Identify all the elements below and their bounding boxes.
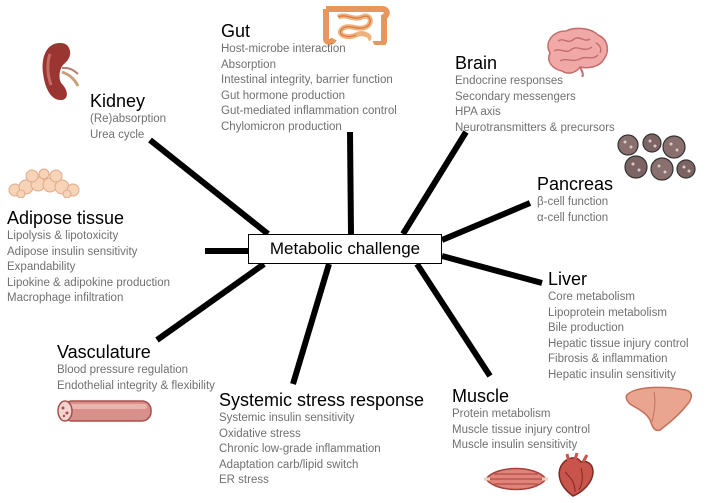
adipose-title: Adipose tissue xyxy=(7,208,125,228)
stress-item: Oxidative stress xyxy=(219,427,301,440)
blood-vessel-icon xyxy=(57,400,152,422)
brain-title: Brain xyxy=(455,53,498,73)
gut-item: Gut-mediated inflammation control xyxy=(221,105,397,117)
stress-title: Systemic stress response xyxy=(219,390,425,410)
muscle-icon xyxy=(484,467,548,491)
vasculature-title: Vasculature xyxy=(57,342,151,362)
liver-item: Core metabolism xyxy=(548,291,635,303)
stress-node: Systemic stress response Systemic insuli… xyxy=(219,389,424,489)
adipose-item: Macrophage infiltration xyxy=(7,292,124,304)
stress-item: Chronic low-grade inflammation xyxy=(219,443,381,455)
pancreas-node: Pancreas β-cell function α-cell function xyxy=(537,173,613,226)
muscle-node: Muscle Protein metabolism Muscle tissue … xyxy=(452,385,590,454)
brain-icon xyxy=(547,27,609,77)
gut-item: Absorption xyxy=(221,58,276,71)
brain-item: HPA axis xyxy=(455,106,501,118)
kidney-item: Urea cycle xyxy=(90,128,145,141)
connector-brain xyxy=(400,130,469,236)
brain-node: Brain Endocrine responses Secondary mess… xyxy=(455,52,615,136)
pancreas-item: α-cell function xyxy=(537,211,609,224)
connector-kidney xyxy=(148,137,270,237)
liver-item: Lipoprotein metabolism xyxy=(548,306,667,319)
adipose-item: Lipokine & adipokine production xyxy=(7,276,171,289)
liver-node: Liver Core metabolism Lipoprotein metabo… xyxy=(548,268,689,383)
connector-muscle xyxy=(414,262,493,378)
heart-icon xyxy=(558,452,594,497)
stress-item: Systemic insulin sensitivity xyxy=(219,412,355,424)
connector-stress xyxy=(290,263,332,385)
muscle-item: Protein metabolism xyxy=(452,408,551,420)
liver-icon xyxy=(625,386,692,432)
gut-item: Gut hormone production xyxy=(221,89,346,102)
vasculature-item: Blood pressure regulation xyxy=(57,364,189,376)
connector-pancreas xyxy=(440,200,532,243)
vasculature-node: Vasculature Blood pressure regulation En… xyxy=(57,341,215,394)
adipose-item: Expandability xyxy=(7,261,76,273)
kidney-title: Kidney xyxy=(90,91,146,111)
gut-item: Host-microbe interaction xyxy=(221,43,346,55)
adipose-cells-icon xyxy=(8,168,80,198)
brain-item: Neurotransmitters & precursors xyxy=(455,121,615,134)
connector-vasculature xyxy=(155,261,266,343)
brain-item: Secondary messengers xyxy=(455,90,576,103)
pancreatic-islets-icon xyxy=(617,133,696,181)
liver-item: Hepatic insulin sensitivity xyxy=(548,368,676,381)
pancreas-item: β-cell function xyxy=(537,196,609,208)
stress-item: ER stress xyxy=(219,474,269,486)
gut-item: Chylomicron production xyxy=(221,120,342,133)
gut-item: Intestinal integrity, barrier function xyxy=(221,74,393,86)
liver-item: Bile production xyxy=(548,322,625,334)
gut-title: Gut xyxy=(221,21,251,41)
center-label: Metabolic challenge xyxy=(269,239,421,258)
brain-item: Endocrine responses xyxy=(455,75,564,87)
pancreas-title: Pancreas xyxy=(537,174,614,194)
vasculature-item: Endothelial integrity & flexibility xyxy=(57,379,215,392)
gut-node: Gut Host-microbe interaction Absorption … xyxy=(221,20,397,135)
adipose-node: Adipose tissue Lipolysis & lipotoxicity … xyxy=(7,207,170,307)
connector-liver xyxy=(441,253,543,286)
muscle-item: Muscle tissue injury control xyxy=(452,423,591,436)
liver-item: Hepatic tissue injury control xyxy=(548,337,689,350)
metabolic-challenge-box: Metabolic challenge xyxy=(248,234,442,264)
adipose-item: Adipose insulin sensitivity xyxy=(7,245,138,258)
adipose-item: Lipolysis & lipotoxicity xyxy=(7,230,119,242)
kidney-item: (Re)absorption xyxy=(90,113,167,125)
liver-item: Fibrosis & inflammation xyxy=(548,353,668,365)
intestine-icon xyxy=(323,6,390,45)
connector-gut xyxy=(347,131,354,235)
kidney-icon xyxy=(42,43,80,101)
muscle-item: Muscle insulin sensitivity xyxy=(452,439,578,451)
kidney-node: Kidney (Re)absorption Urea cycle xyxy=(90,90,166,143)
muscle-title: Muscle xyxy=(452,386,510,406)
stress-item: Adaptation carb/lipid switch xyxy=(219,458,359,471)
liver-title: Liver xyxy=(548,269,588,289)
